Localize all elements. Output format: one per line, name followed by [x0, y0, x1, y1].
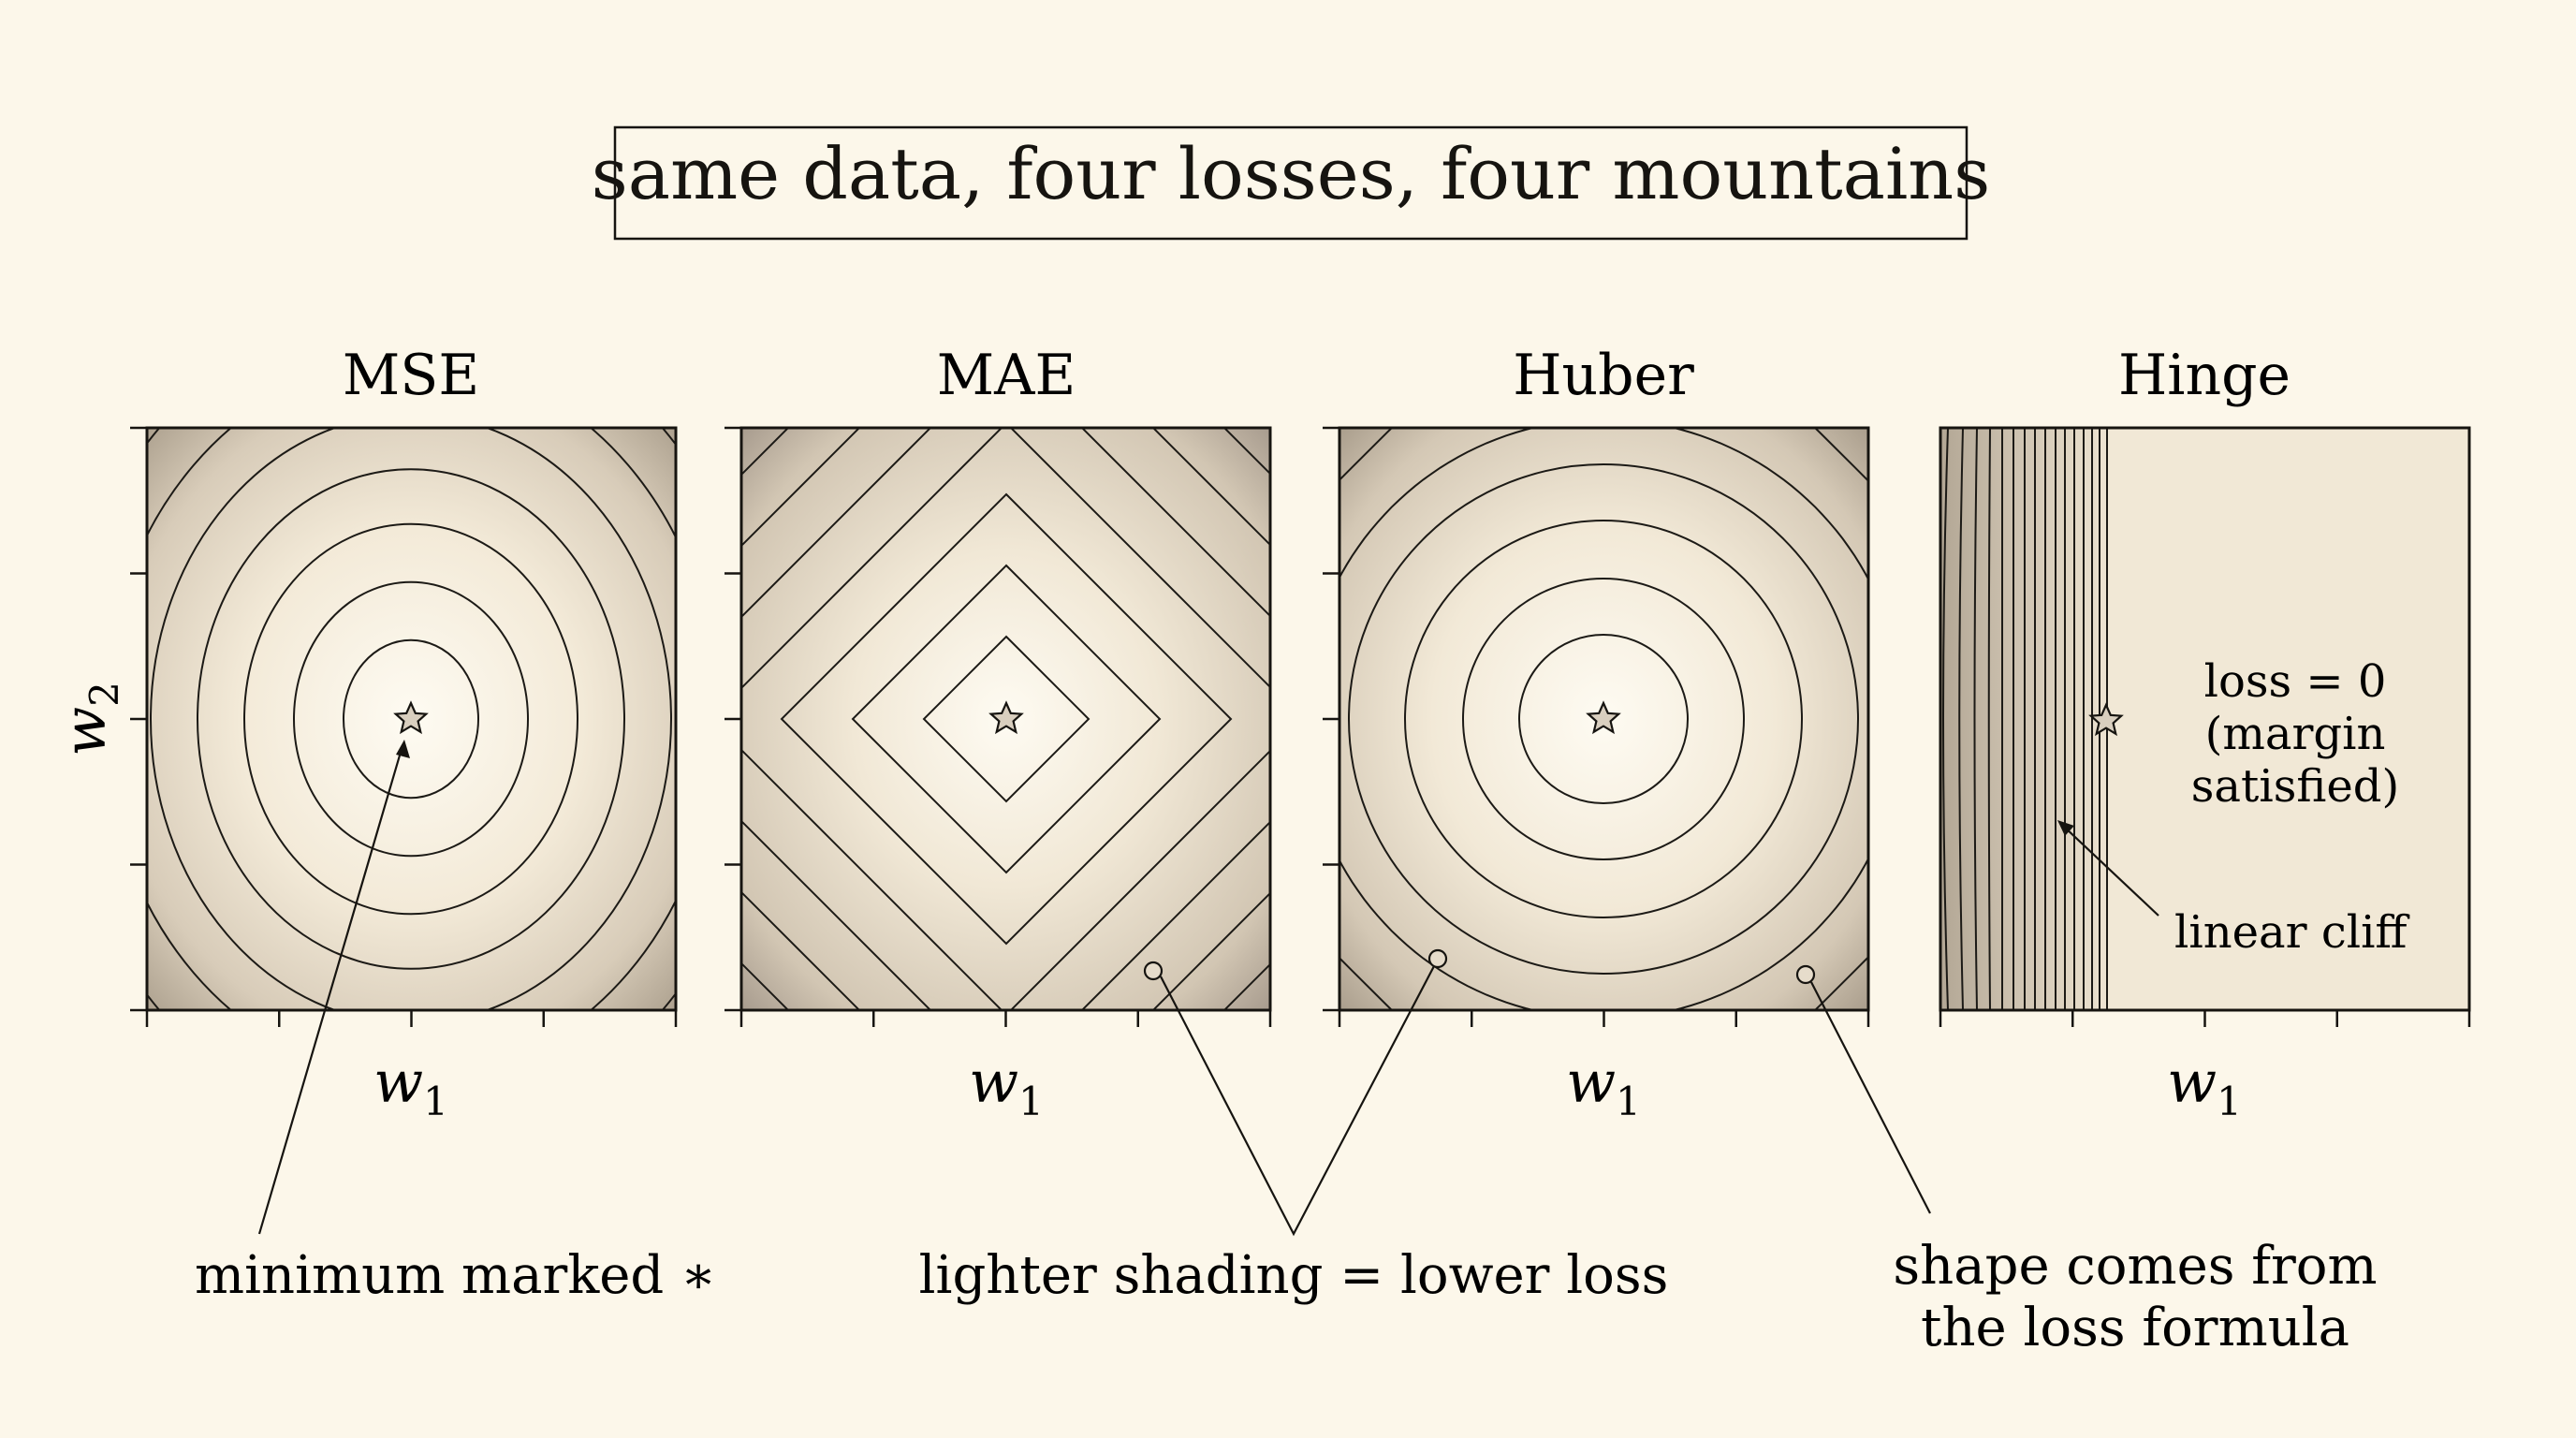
contours-hinge: [1942, 428, 2109, 1010]
shading-callout-label: lighter shading = lower loss: [919, 1245, 1669, 1306]
star-icon: [393, 700, 429, 735]
contour-line: [922, 635, 1090, 803]
panel-mse: w1: [130, 426, 678, 1124]
x-axis-label-main: w: [969, 1048, 1018, 1116]
star-icon: [988, 700, 1024, 735]
x-axis-label-main: w: [2167, 1048, 2217, 1116]
title-box: same data, four losses, four mountains: [592, 125, 1990, 241]
contour-line: [1942, 428, 1949, 1010]
contour-line: [1404, 520, 1803, 918]
contour-line: [1518, 634, 1689, 804]
svg-text:w2: w2: [51, 682, 127, 756]
panel-hinge: loss = 0 (margin satisfied) linear cliff…: [1939, 426, 2471, 1124]
contour-line: [780, 492, 1233, 946]
x-axis-label-sub: 1: [423, 1078, 448, 1124]
linear-cliff-label: linear cliff: [2174, 906, 2409, 959]
contour-line: [1339, 428, 1868, 1010]
panel-title-mae: MAE: [937, 343, 1076, 408]
shape-callout: shape comes from the loss formula: [1810, 981, 2378, 1358]
ticks-mse: [130, 426, 678, 1027]
panel-title-hinge: Hinge: [2118, 343, 2291, 408]
minimum-callout: minimum marked ∗: [195, 740, 716, 1306]
shape-callout-label-line2: the loss formula: [1921, 1298, 2349, 1358]
contour-line: [197, 468, 625, 970]
ticks-huber: [1323, 426, 1870, 1027]
x-axis-label-mae: w1: [969, 1048, 1044, 1124]
y-axis-label: w2: [51, 682, 127, 756]
contour-line: [1348, 463, 1859, 975]
contours-huber: [1339, 428, 1868, 1010]
circle-marker-icon: [1795, 964, 1816, 985]
contour-line: [343, 638, 479, 800]
x-axis-label-huber: w1: [1566, 1048, 1641, 1124]
loss-zero-label-line2: (margin: [2205, 708, 2386, 760]
x-axis-label-main: w: [1566, 1048, 1616, 1116]
x-axis-label-sub: 1: [1616, 1078, 1641, 1124]
cliff-arrow-head: [2057, 820, 2074, 836]
main-title: same data, four losses, four mountains: [592, 132, 1990, 215]
circle-marker-icon: [1427, 948, 1448, 969]
minimum-callout-label: minimum marked ∗: [195, 1245, 716, 1306]
y-axis-label-main: w: [51, 707, 119, 756]
ticks-mae: [724, 426, 1272, 1027]
contour-line: [243, 522, 578, 916]
contours-mae: [741, 428, 1270, 1010]
y-axis-label-sub: 2: [81, 682, 127, 707]
contour-line: [150, 428, 672, 1010]
x-axis-label-mse: w1: [373, 1048, 448, 1124]
x-axis-label-hinge: w1: [2167, 1048, 2242, 1124]
cliff-arrow-line: [2062, 825, 2159, 917]
x-axis-label-sub: 1: [2217, 1078, 2242, 1124]
panel-title-mse: MSE: [343, 343, 479, 408]
loss-zero-label-line1: loss = 0: [2204, 655, 2387, 708]
x-axis-label-sub: 1: [1018, 1078, 1044, 1124]
contour-line: [1973, 428, 1978, 1010]
star-icon: [1586, 700, 1621, 735]
contour-line: [1958, 428, 1964, 1010]
contour-line: [1462, 578, 1745, 860]
contour-line: [851, 564, 1162, 874]
panel-huber: w1: [1323, 426, 1870, 1124]
panel-title-huber: Huber: [1513, 343, 1694, 408]
shading-callout: [1160, 965, 1435, 1237]
x-axis-label-main: w: [373, 1048, 423, 1116]
contour-line: [741, 428, 1270, 1010]
contours-mse: [147, 428, 676, 1010]
contour-line: [741, 428, 1270, 1010]
ticks-hinge: [1939, 1010, 2471, 1027]
loss-zero-label-line3: satisfied): [2191, 760, 2399, 813]
shape-callout-label-line1: shape comes from: [1893, 1236, 2377, 1297]
contour-line: [1987, 428, 1991, 1010]
contour-line: [293, 580, 529, 858]
circle-marker-icon: [1143, 961, 1164, 981]
star-icon: [2088, 702, 2124, 737]
contour-line: [1339, 428, 1868, 1010]
panel-mae: w1: [724, 426, 1272, 1124]
